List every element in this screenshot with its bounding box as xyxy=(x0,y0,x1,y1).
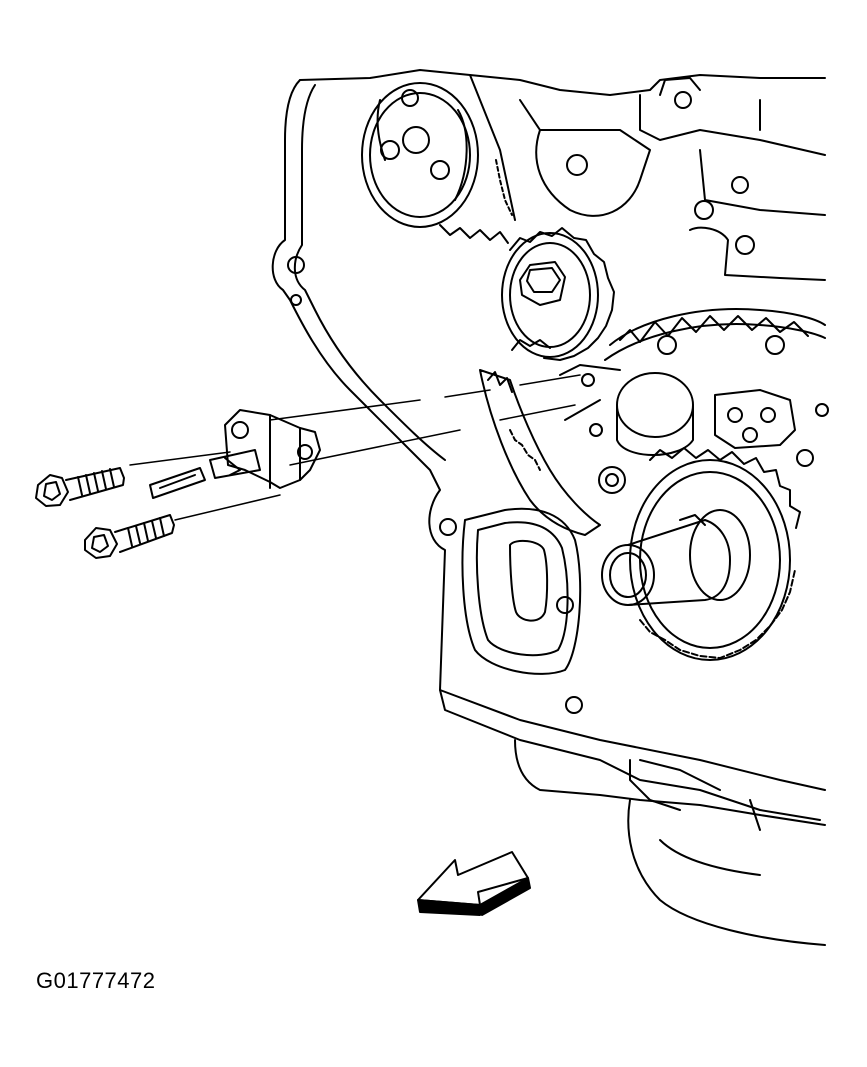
figure-id-label: G01777472 xyxy=(36,968,156,993)
camshaft-sprocket-upper xyxy=(361,74,516,244)
tensioner-bolt-upper xyxy=(35,467,125,507)
idler-boss xyxy=(559,364,694,456)
timing-chain-tensioner xyxy=(149,409,321,499)
alignment-lines xyxy=(129,374,581,521)
chain-guide-upper xyxy=(604,308,826,361)
right-bracket xyxy=(714,389,829,467)
chain-tensioner-shoe xyxy=(479,369,626,536)
crankshaft-snout xyxy=(601,519,731,606)
tensioner-bolt-lower xyxy=(84,514,175,559)
intermediate-sprocket xyxy=(501,227,615,361)
oil-pan xyxy=(514,739,826,946)
crankshaft-sprocket xyxy=(629,447,801,661)
oil-pump-cover xyxy=(439,507,826,791)
front-direction-arrow-icon xyxy=(417,851,531,916)
engine-block xyxy=(271,69,826,821)
